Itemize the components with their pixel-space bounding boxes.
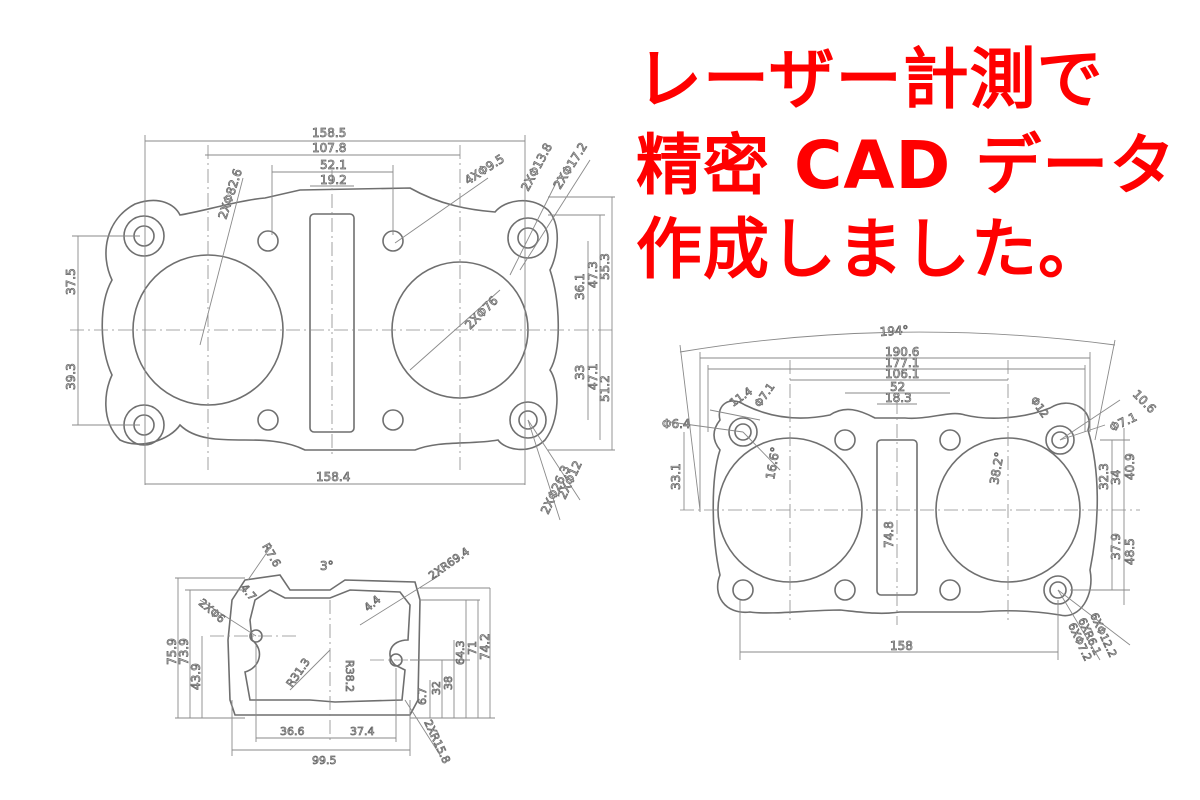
dim-v-r4: 37.9 <box>1109 533 1123 560</box>
drawing-top-left <box>70 135 615 521</box>
dim-bore-2: 2XΦ76 <box>462 294 501 333</box>
dim-bore: 2XΦ82.6 <box>216 167 245 221</box>
dim-left-v1: 37.5 <box>64 268 78 295</box>
gasket-outline-right <box>712 400 1099 617</box>
dim-b-v4: 6.7 <box>416 688 429 706</box>
drawing-right <box>669 331 1140 661</box>
dim-r5: 47.1 <box>586 363 600 390</box>
dim-hole-a: 2XΦ13.8 <box>518 141 555 194</box>
dim-b-r2: R38.2 <box>343 660 356 692</box>
dim-v-r5: 48.5 <box>1123 538 1137 565</box>
dim-slot: 74.8 <box>882 521 896 548</box>
dim-b-v1: 75.9 <box>165 638 179 665</box>
gasket-outline-bottom <box>227 574 421 716</box>
dim-overall-top: 158.5 <box>312 126 346 140</box>
drawing-bottom <box>175 544 495 756</box>
drawing-top-left-labels: 158.5 107.8 52.1 19.2 4XΦ9.5 2XΦ13.8 2XΦ… <box>64 126 613 517</box>
dim-v-r1: 32.3 <box>1097 463 1111 490</box>
dim-b-v3: 43.9 <box>189 663 203 690</box>
dim-b-v6: 38 <box>442 676 455 690</box>
dim-b-b2: 37.4 <box>350 725 375 738</box>
dim-b-v2: 73.9 <box>177 638 191 665</box>
dim-18: 18.3 <box>885 391 912 405</box>
headline-line-2: 精密 CAD データ <box>636 127 1177 204</box>
dim-v-left: 33.1 <box>669 463 683 490</box>
dim-b-top: 3° <box>320 559 334 573</box>
dim-bottom-right: 158 <box>890 639 913 653</box>
dim-52r: 52 <box>890 380 905 394</box>
dim-bolt-holes: 4XΦ9.5 <box>462 152 507 188</box>
gasket-outline-top-left <box>101 187 560 451</box>
dim-angle-l: 16.6° <box>763 446 782 481</box>
dim-r4: 33 <box>573 365 587 380</box>
dim-b-b1: 36.6 <box>280 725 305 738</box>
dim-b-rbot: 2XR15.8 <box>421 718 453 766</box>
dim-107: 107.8 <box>312 141 346 155</box>
dim-hole-l3: Φ7.1 <box>752 381 778 410</box>
dim-190: 190.6 <box>885 345 919 359</box>
dim-b-v9: 74.2 <box>478 633 492 660</box>
dim-hole-l: Φ6.4 <box>662 417 691 431</box>
drawing-bottom-labels: 3° R7.6 2XR69.4 4.7 4.4 2XΦ6 R31.3 R38.2… <box>165 541 493 768</box>
dim-r6: 51.2 <box>598 375 612 402</box>
dim-b-44: 4.4 <box>362 593 384 614</box>
dim-r3: 55.3 <box>598 253 612 280</box>
dim-hole-b: 2XΦ17.2 <box>551 140 590 192</box>
dim-b-v8: 71 <box>466 641 479 655</box>
dim-b-ra: R7.6 <box>259 541 283 569</box>
dim-b-b3: 99.5 <box>312 754 337 767</box>
dim-b-hole: 2XΦ6 <box>196 596 227 625</box>
headline-line-1: レーザー計測で <box>636 41 1104 118</box>
dim-hole-r1: 10.6 <box>1130 387 1159 416</box>
dim-angle-r: 38.2° <box>987 451 1006 486</box>
dim-52: 52.1 <box>320 158 347 172</box>
dim-106: 106.1 <box>885 367 919 381</box>
dim-r2: 47.3 <box>586 261 600 288</box>
dim-hole-l2: 11.4 <box>727 385 755 410</box>
dim-177: 177.1 <box>885 356 919 370</box>
dim-b-v7: 64.3 <box>454 641 467 666</box>
headline-line-3: 作成しました。 <box>636 211 1105 288</box>
dim-left-v2: 39.3 <box>64 363 78 390</box>
dim-overall-arc: 194° <box>879 323 909 339</box>
dim-v-r3: 40.9 <box>1123 453 1137 480</box>
inner-outline-bottom <box>244 589 411 703</box>
dim-hole-r3: Φ12 <box>1028 394 1052 420</box>
dim-b-v5: 32 <box>430 681 443 695</box>
dim-hole-r2: Φ7.1 <box>1107 410 1139 435</box>
dim-b-r1: R31.3 <box>284 656 313 690</box>
dim-19: 19.2 <box>320 173 347 187</box>
dim-v-r2: 34 <box>1109 470 1123 485</box>
dim-b-rb: 2XR69.4 <box>426 545 472 582</box>
dim-overall-bottom: 158.4 <box>316 470 350 484</box>
dim-r1: 36.1 <box>573 273 587 300</box>
